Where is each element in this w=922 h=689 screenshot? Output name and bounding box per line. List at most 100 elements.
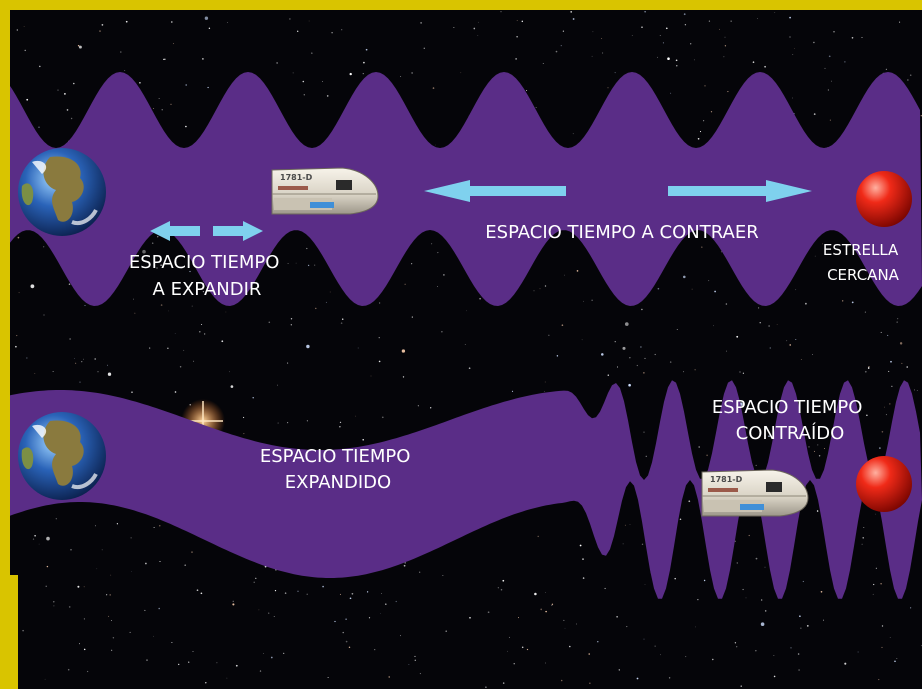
background-star (710, 111, 713, 113)
arrow-right-icon (668, 180, 812, 202)
background-star (81, 361, 83, 363)
label-star-line1: ESTRELLA (823, 241, 899, 259)
background-star (311, 52, 313, 54)
background-star (329, 291, 331, 293)
background-star (174, 333, 176, 334)
background-star (129, 631, 131, 633)
background-star (196, 589, 199, 592)
background-star (355, 415, 357, 417)
background-star (436, 286, 438, 288)
background-star (419, 571, 421, 573)
background-star (200, 592, 203, 595)
background-star (221, 340, 224, 343)
background-star (479, 297, 481, 300)
red-star-icon (856, 171, 912, 227)
background-star (380, 613, 382, 615)
background-star (111, 649, 113, 651)
background-star (199, 331, 201, 333)
background-star (899, 342, 903, 345)
background-star (507, 650, 508, 652)
background-star (545, 592, 546, 593)
background-star (110, 620, 112, 621)
background-star (38, 543, 40, 545)
background-star (44, 678, 46, 680)
background-star (64, 93, 66, 95)
background-star (739, 371, 741, 373)
background-star (730, 20, 732, 22)
background-star (306, 420, 308, 422)
background-star (378, 360, 381, 363)
background-star (130, 537, 132, 539)
background-star (96, 568, 98, 570)
background-star (812, 354, 813, 355)
background-star (643, 431, 645, 433)
background-star (759, 322, 761, 324)
background-star (101, 549, 103, 551)
background-star (381, 593, 382, 594)
background-star (306, 344, 310, 349)
background-star (232, 603, 235, 606)
background-star (701, 246, 703, 248)
background-star (582, 558, 584, 560)
background-star (97, 371, 99, 373)
background-star (736, 646, 738, 648)
background-star (544, 391, 545, 393)
background-star (879, 447, 881, 449)
background-star (880, 331, 882, 333)
background-star (636, 364, 638, 367)
background-star (831, 80, 832, 82)
background-star (164, 58, 166, 60)
background-star (404, 562, 406, 564)
background-star (604, 587, 606, 590)
background-star (607, 374, 610, 376)
background-star (153, 635, 154, 637)
background-star (78, 45, 82, 49)
background-star (290, 324, 292, 326)
background-star (170, 103, 172, 105)
background-star (30, 284, 35, 289)
background-star (614, 72, 616, 74)
background-star (202, 58, 204, 60)
background-star (185, 125, 187, 128)
background-star (411, 316, 413, 318)
background-star (572, 18, 575, 20)
background-star (515, 58, 517, 60)
background-star (551, 603, 554, 605)
background-star (163, 58, 165, 61)
background-star (460, 72, 462, 74)
background-star (157, 236, 159, 238)
background-star (703, 579, 706, 582)
background-star (878, 679, 880, 681)
background-star (149, 347, 151, 349)
label-expand-line1: ESPACIO TIEMPO (129, 252, 280, 273)
background-star (15, 345, 17, 348)
background-star (602, 52, 604, 54)
background-star (863, 527, 865, 528)
background-star (654, 353, 656, 356)
background-star (551, 604, 553, 606)
background-star (325, 301, 327, 303)
background-star (511, 390, 514, 393)
background-star (690, 43, 692, 45)
background-star (402, 376, 405, 378)
background-star (159, 560, 161, 563)
background-star (669, 361, 672, 363)
background-star (193, 360, 195, 362)
background-star (437, 252, 439, 254)
background-star (537, 535, 539, 538)
background-star (158, 98, 160, 99)
background-star (26, 98, 29, 101)
background-star (403, 564, 406, 567)
background-star (205, 681, 207, 684)
background-star (395, 600, 397, 603)
earth-icon (18, 412, 106, 500)
background-star (53, 605, 55, 607)
background-star (174, 391, 177, 393)
background-star (823, 447, 825, 449)
background-star (432, 87, 435, 89)
background-star (641, 308, 643, 311)
earth-bottom (18, 412, 106, 500)
background-star (94, 358, 97, 360)
background-star (889, 637, 891, 638)
background-star (712, 658, 714, 661)
